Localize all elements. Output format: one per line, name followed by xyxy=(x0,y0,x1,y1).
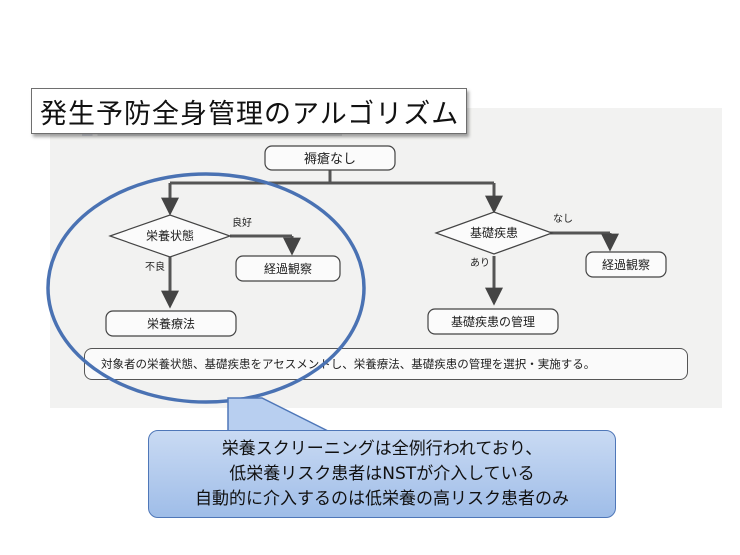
callout-tail xyxy=(227,397,331,433)
disease-management-label: 基礎疾患の管理 xyxy=(451,314,535,329)
decision-nutrition-label: 栄養状態 xyxy=(146,228,194,243)
decision-nutrition xyxy=(108,214,232,258)
callout-line-1: 栄養スクリーニングは全例行われており、 xyxy=(221,438,543,459)
observe-left-box xyxy=(235,255,341,282)
label-good: 良好 xyxy=(232,216,252,229)
observe-right-label: 経過観察 xyxy=(602,258,650,272)
callout-box: 栄養スクリーニングは全例行われており、 低栄養リスク患者はNSTが介入している … xyxy=(148,430,616,518)
summary-box: 対象者の栄養状態、基礎疾患をアセスメントし、栄養療法、基礎疾患の管理を選択・実施… xyxy=(84,348,688,380)
label-none: なし xyxy=(553,213,573,225)
decision-disease-label: 基礎疾患 xyxy=(470,225,518,240)
summary-text: 対象者の栄養状態、基礎疾患をアセスメントし、栄養療法、基礎疾患の管理を選択・実施… xyxy=(101,357,596,371)
highlight-ellipse xyxy=(46,172,366,404)
label-yes: あり xyxy=(470,257,490,269)
slide-title-text: 発生予防全身管理のアルゴリズム xyxy=(40,98,460,130)
callout-line-2: 低栄養リスク患者はNSTが介入している xyxy=(229,463,535,484)
label-bad: 不良 xyxy=(145,260,165,273)
slide-title: 発生予防全身管理のアルゴリズム xyxy=(31,88,467,134)
decision-disease xyxy=(434,211,554,255)
observe-right-box xyxy=(585,251,667,278)
root-label: 褥瘡なし xyxy=(304,152,356,167)
root-node xyxy=(264,145,396,171)
nutrition-therapy-label: 栄養療法 xyxy=(147,316,195,331)
observe-left-label: 経過観察 xyxy=(264,262,312,276)
disease-management-box xyxy=(427,308,559,335)
callout-line-3: 自動的に介入するのは低栄養の高リスク患者のみ xyxy=(195,488,569,509)
nutrition-therapy-box xyxy=(105,310,237,337)
